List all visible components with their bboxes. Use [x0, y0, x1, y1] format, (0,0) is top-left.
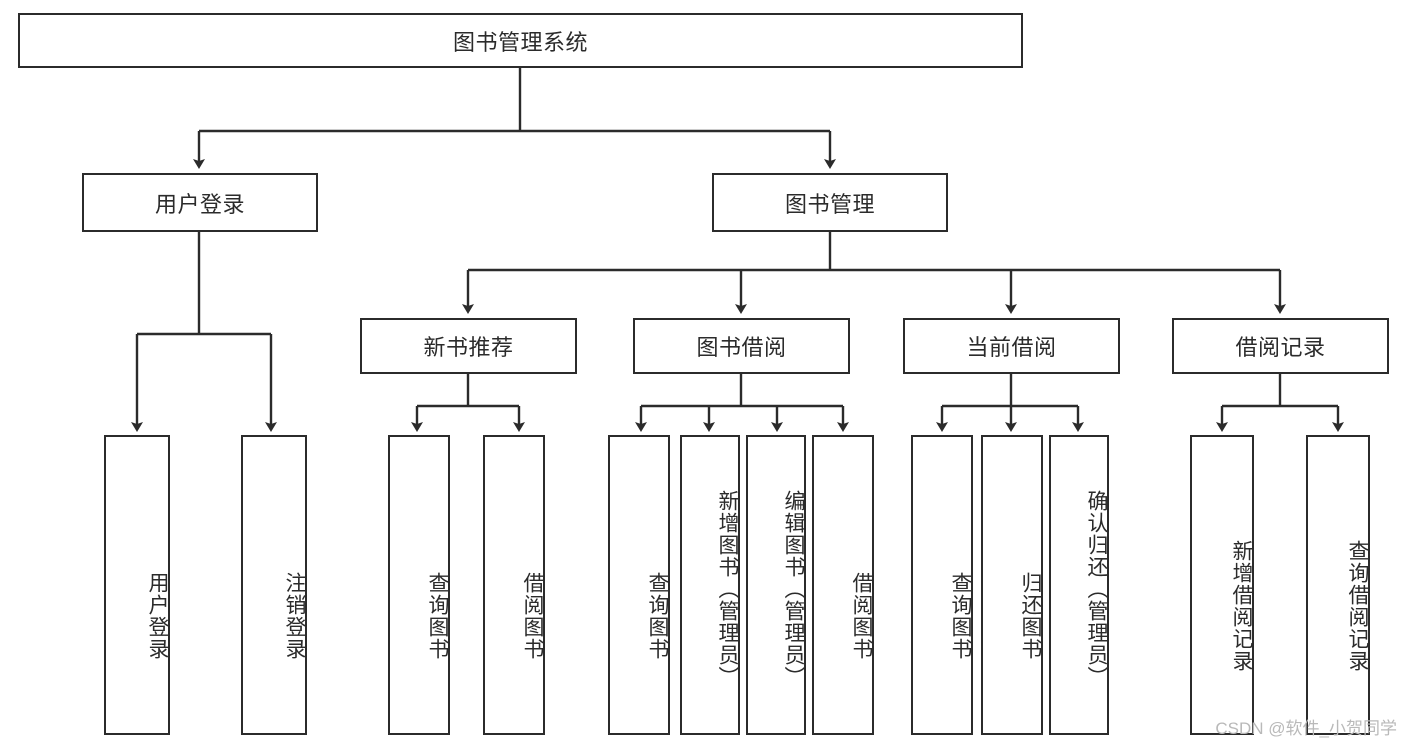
- node-book-borrow[interactable]: 图书借阅: [633, 318, 850, 374]
- node-current-borrow[interactable]: 当前借阅: [903, 318, 1120, 374]
- node-label: 借阅记录: [1235, 335, 1326, 360]
- node-leaf-query-borrow-record[interactable]: 查询借阅记录: [1306, 435, 1370, 735]
- node-label: 新书推荐: [423, 335, 514, 360]
- node-leaf-logout[interactable]: 注销登录: [241, 435, 307, 735]
- node-label: 编辑图书（管理员）: [782, 490, 805, 688]
- node-label: 新增图书（管理员）: [716, 490, 739, 688]
- node-book-management[interactable]: 图书管理: [712, 173, 948, 232]
- node-label: 查询图书: [646, 572, 669, 660]
- node-label: 注销登录: [283, 572, 306, 660]
- node-leaf-add-book-admin[interactable]: 新增图书（管理员）: [680, 435, 740, 735]
- node-label: 归还图书: [1019, 572, 1042, 660]
- node-label: 新增借阅记录: [1230, 540, 1253, 672]
- node-leaf-borrow-book[interactable]: 借阅图书: [812, 435, 874, 735]
- node-leaf-query-book-recommend[interactable]: 查询图书: [388, 435, 450, 735]
- node-label: 查询借阅记录: [1346, 540, 1369, 672]
- node-leaf-query-book-borrow[interactable]: 查询图书: [608, 435, 670, 735]
- node-label: 图书借阅: [696, 335, 787, 360]
- node-label: 图书管理系统: [452, 29, 588, 55]
- node-user-login[interactable]: 用户登录: [82, 173, 318, 232]
- node-label: 查询图书: [949, 572, 972, 660]
- node-label: 用户登录: [154, 191, 245, 217]
- node-leaf-borrow-book-recommend[interactable]: 借阅图书: [483, 435, 545, 735]
- node-label: 查询图书: [426, 572, 449, 660]
- node-label: 当前借阅: [966, 335, 1057, 360]
- node-label: 用户登录: [146, 572, 169, 660]
- node-leaf-add-borrow-record[interactable]: 新增借阅记录: [1190, 435, 1254, 735]
- node-borrow-record[interactable]: 借阅记录: [1172, 318, 1389, 374]
- node-leaf-confirm-return-admin[interactable]: 确认归还（管理员）: [1049, 435, 1109, 735]
- watermark-text: CSDN @软件_小贺同学: [1215, 719, 1397, 738]
- node-label: 借阅图书: [521, 572, 544, 660]
- node-root-system[interactable]: 图书管理系统: [18, 13, 1023, 68]
- node-leaf-query-book-current[interactable]: 查询图书: [911, 435, 973, 735]
- node-label: 图书管理: [784, 191, 875, 217]
- node-label: 借阅图书: [850, 572, 873, 660]
- node-new-book-recommend[interactable]: 新书推荐: [360, 318, 577, 374]
- node-leaf-return-book[interactable]: 归还图书: [981, 435, 1043, 735]
- node-label: 确认归还（管理员）: [1085, 490, 1108, 688]
- node-leaf-user-login[interactable]: 用户登录: [104, 435, 170, 735]
- node-leaf-edit-book-admin[interactable]: 编辑图书（管理员）: [746, 435, 806, 735]
